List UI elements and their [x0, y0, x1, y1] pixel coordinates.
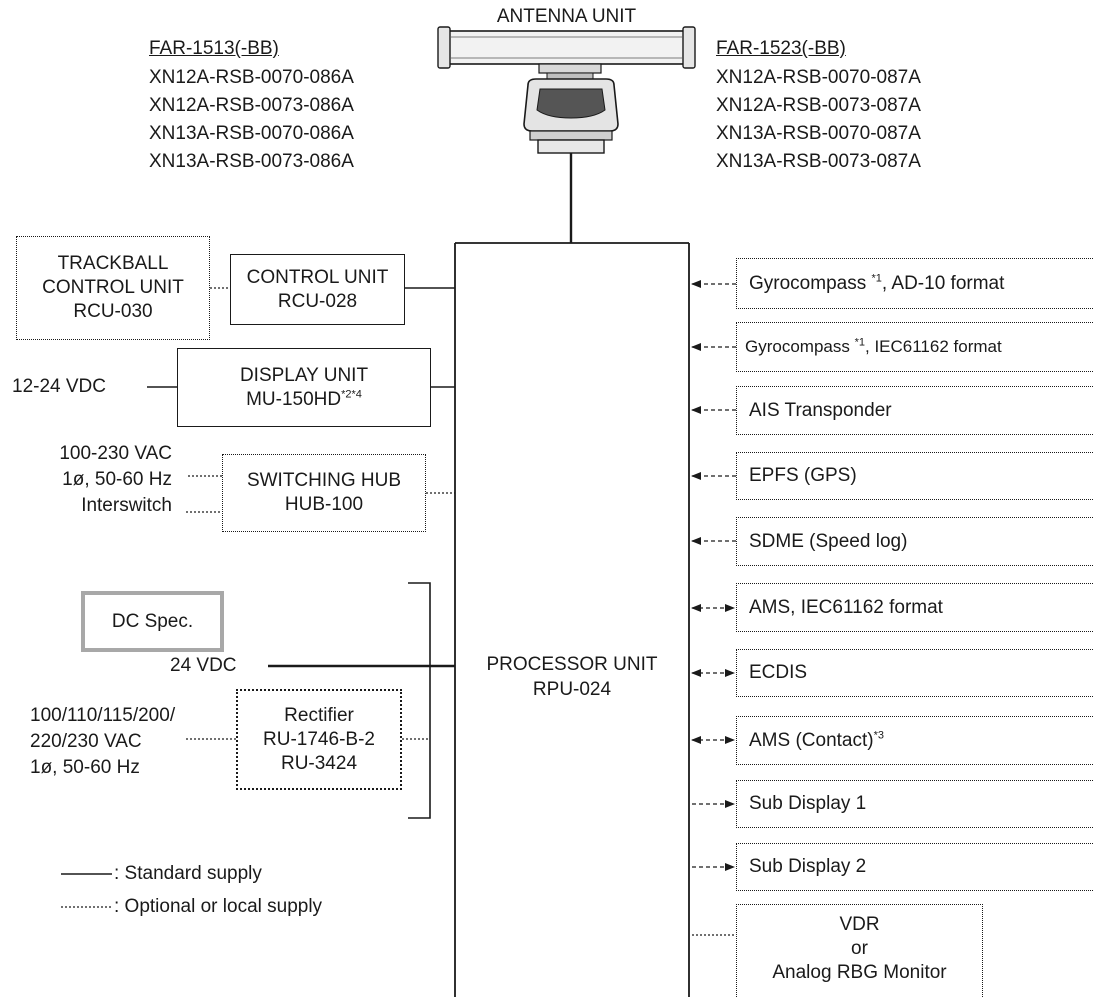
left-variant-4: XN13A-RSB-0073-086A	[149, 151, 354, 172]
sub-display-2-box: Sub Display 2	[736, 843, 1093, 891]
trackball-line2: CONTROL UNIT	[42, 277, 184, 298]
antenna-title: ANTENNA UNIT	[496, 6, 637, 27]
processor-unit-label: PROCESSOR UNIT RPU-024	[455, 652, 689, 702]
rectifier-model2: RU-3424	[280, 752, 358, 774]
processor-name: PROCESSOR UNIT	[486, 654, 658, 675]
dc-spec-label: DC Spec.	[111, 610, 194, 632]
vdr-line1: VDR	[839, 914, 880, 935]
hub-supply-line1: 100-230 VAC	[59, 443, 172, 464]
left-variant-3: XN13A-RSB-0070-086A	[149, 123, 354, 144]
gyro-iec-box: Gyrocompass *1, IEC61162 format	[736, 322, 1093, 372]
ams-contact-box: AMS (Contact)*3	[736, 716, 1093, 765]
rectifier-supply-line2: 220/230 VAC	[30, 731, 142, 752]
hub-supply-line2: 1ø, 50-60 Hz	[62, 469, 172, 490]
trackball-line1: TRACKBALL	[57, 253, 169, 274]
left-antenna-model: FAR-1513(-BB)	[149, 38, 279, 59]
rectifier-model1: RU-1746-B-2	[263, 728, 375, 750]
display-supply-label: 12-24 VDC	[12, 376, 106, 397]
left-variant-1: XN12A-RSB-0070-086A	[149, 67, 354, 88]
ecdis-box: ECDIS	[736, 649, 1093, 697]
sdme-label: SDME (Speed log)	[749, 530, 908, 552]
left-variant-2: XN12A-RSB-0073-086A	[149, 95, 354, 116]
vdr-line2: or	[851, 938, 868, 959]
control-unit-model: RCU-028	[277, 290, 358, 312]
display-unit-notes: *2*4	[341, 388, 362, 401]
sub-display-1-label: Sub Display 1	[749, 793, 867, 814]
control-unit-box: CONTROL UNIT RCU-028	[230, 254, 405, 325]
sdme-box: SDME (Speed log)	[736, 517, 1093, 566]
rectifier-name: Rectifier	[284, 704, 354, 726]
rectifier-supply-line1: 100/110/115/200/	[30, 705, 176, 726]
processor-model: RPU-024	[532, 679, 612, 700]
right-variant-2: XN12A-RSB-0073-087A	[716, 95, 921, 116]
vdr-box: VDR or Analog RBG Monitor	[736, 904, 983, 997]
trackball-line3: RCU-030	[73, 301, 153, 322]
gyro-iec-label: Gyrocompass *1, IEC61162 format	[745, 336, 1002, 356]
hub-name: SWITCHING HUB	[246, 470, 402, 491]
sub-display-1-box: Sub Display 1	[736, 780, 1093, 828]
ams-contact-label: AMS (Contact)*3	[749, 729, 884, 751]
right-antenna-model: FAR-1523(-BB)	[716, 38, 846, 59]
display-unit-box: DISPLAY UNIT MU-150HD*2*4	[177, 348, 431, 427]
legend-standard: : Standard supply	[114, 863, 262, 884]
right-variant-3: XN13A-RSB-0070-087A	[716, 123, 921, 144]
rectifier-supply-line3: 1ø, 50-60 Hz	[30, 757, 140, 778]
display-unit-model-line: MU-150HD*2*4	[178, 388, 430, 412]
display-unit-name: DISPLAY UNIT	[239, 364, 369, 386]
legend-optional: : Optional or local supply	[114, 896, 323, 917]
right-variant-4: XN13A-RSB-0073-087A	[716, 151, 921, 172]
rectifier-supply-label: 100/110/115/200/ 220/230 VAC 1ø, 50-60 H…	[30, 703, 175, 781]
trackball-control-unit-box: TRACKBALL CONTROL UNIT RCU-030	[16, 236, 210, 340]
sub-display-2-label: Sub Display 2	[749, 856, 867, 877]
hub-interswitch: Interswitch	[81, 495, 172, 516]
dc-spec-bracket	[408, 582, 431, 819]
ais-label: AIS Transponder	[749, 399, 892, 421]
rectifier-box: Rectifier RU-1746-B-2 RU-3424	[236, 689, 402, 790]
gyro-ad10-box: Gyrocompass *1, AD-10 format	[736, 258, 1093, 309]
hub-supply-label: 100-230 VAC 1ø, 50-60 Hz Interswitch	[20, 441, 172, 519]
epfs-box: EPFS (GPS)	[736, 452, 1093, 500]
hub-model: HUB-100	[284, 494, 364, 515]
dc-spec-box: DC Spec.	[81, 591, 224, 652]
display-unit-model: MU-150HD	[246, 388, 342, 410]
dc-supply-label: 24 VDC	[170, 655, 237, 676]
epfs-label: EPFS (GPS)	[749, 465, 857, 486]
vdr-line3: Analog RBG Monitor	[772, 962, 947, 983]
gyro-ad10-label: Gyrocompass *1, AD-10 format	[749, 272, 1005, 294]
ecdis-label: ECDIS	[749, 662, 808, 683]
switching-hub-box: SWITCHING HUB HUB-100	[222, 454, 426, 532]
right-variant-1: XN12A-RSB-0070-087A	[716, 67, 921, 88]
ams-iec-box: AMS, IEC61162 format	[736, 583, 1093, 632]
control-unit-name: CONTROL UNIT	[246, 266, 389, 288]
ams-iec-label: AMS, IEC61162 format	[749, 596, 943, 618]
ais-box: AIS Transponder	[736, 386, 1093, 435]
